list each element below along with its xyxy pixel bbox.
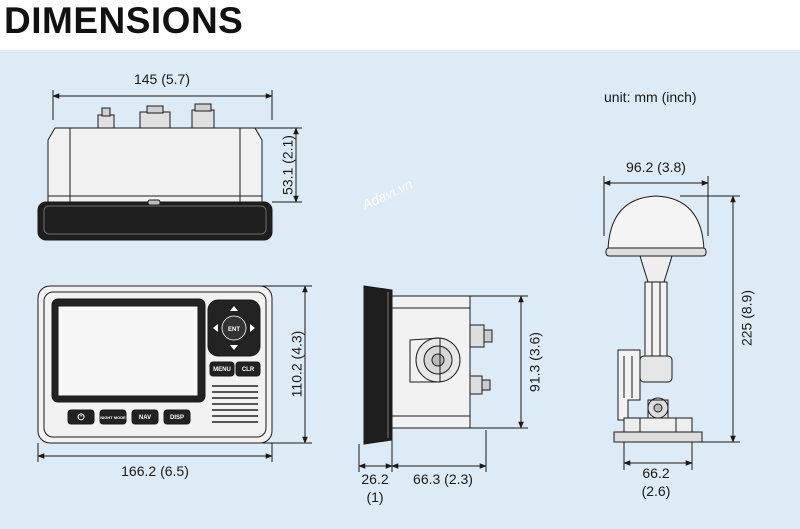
watermark-middle: Adavi.vn <box>359 175 416 213</box>
unit-note: unit: mm (inch) <box>604 89 697 105</box>
dim-antenna-base-inch: (2.6) <box>642 483 671 499</box>
power-icon: ⏻ <box>77 412 85 422</box>
page-title: DIMENSIONS <box>4 0 244 41</box>
dim-side-depth: 66.3 (2.3) <box>413 471 473 487</box>
dim-front-height: 110.2 (4.3) <box>289 331 305 398</box>
watermark-top: Adavi.vn <box>644 13 701 51</box>
dim-side-front-depth-inch: (1) <box>366 489 383 505</box>
dim-antenna-width: 96.2 (3.8) <box>626 159 686 175</box>
antenna-view <box>603 176 740 470</box>
menu-button: MENU <box>213 367 231 373</box>
enter-button: ENT <box>228 327 240 333</box>
dim-antenna-height: 225 (8.9) <box>739 290 755 346</box>
dim-front-width: 166.2 (6.5) <box>121 463 189 479</box>
side-view <box>358 285 528 472</box>
top-view <box>37 90 302 241</box>
night-mode-button: NIGHT MODE <box>100 415 126 420</box>
dim-side-height: 91.3 (3.6) <box>527 332 543 392</box>
front-view <box>37 285 312 462</box>
dim-top-height: 53.1 (2.1) <box>280 135 296 195</box>
nav-button: NAV <box>139 415 151 421</box>
clear-button: CLR <box>242 367 255 373</box>
dim-antenna-base: 66.2 <box>642 465 669 481</box>
dim-side-front-depth: 26.2 <box>361 471 388 487</box>
disp-button: DISP <box>170 415 184 421</box>
dim-top-width: 145 (5.7) <box>134 71 190 87</box>
